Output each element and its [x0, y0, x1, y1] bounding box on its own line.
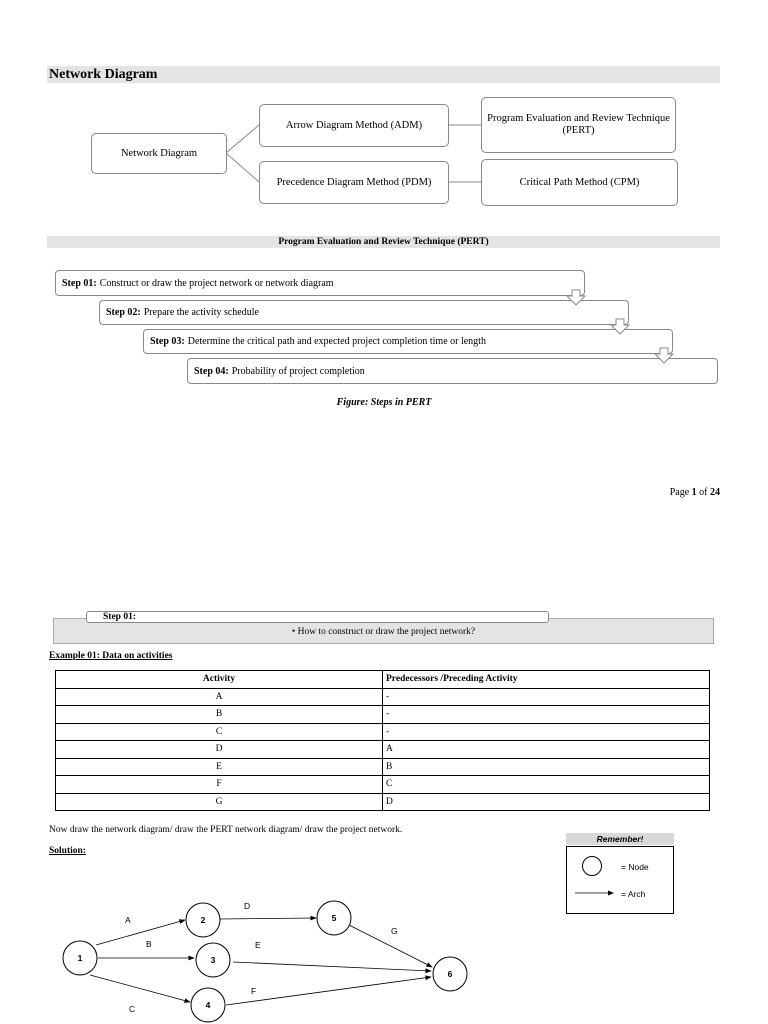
table-cell: - [382, 687, 710, 706]
bullet-icon: • [291, 627, 298, 637]
step-down-arrows [565, 289, 675, 364]
edge-c-arrow [89, 974, 191, 1003]
down-arrow-icon [653, 347, 675, 364]
down-arrow-icon [609, 318, 631, 335]
node-4-circle [190, 987, 226, 1023]
node-6-circle [432, 956, 468, 992]
pert-network-diagram: A B C D E F G 1 2 3 4 5 6 [62, 900, 468, 1023]
node-symbol-icon [582, 856, 602, 876]
down-arrow-icon [565, 289, 587, 306]
pert-step-3: Step 03: Determine the critical path and… [143, 329, 673, 354]
edge-label: G [391, 926, 398, 936]
step-text: Construct or draw the project network or… [99, 277, 334, 289]
edge-label: D [244, 901, 250, 911]
section-title-bar [47, 66, 720, 83]
node-2-circle [185, 902, 221, 938]
edge-a-arrow [95, 919, 186, 946]
table-cell: A [55, 687, 383, 706]
table-cell: - [382, 705, 710, 724]
edge-g-arrow [348, 924, 433, 968]
node-label: 1 [78, 953, 83, 963]
node-label: 6 [448, 969, 453, 979]
page-prefix: Page [669, 487, 692, 498]
page-number: Page 1 of 24 [640, 487, 720, 498]
table-cell: C [55, 722, 383, 741]
table-header-predecessors: Predecessors /Preceding Activity [382, 670, 710, 689]
step01-label: Step 01: [103, 612, 136, 622]
remember-symbols [575, 856, 614, 896]
instruction-text: Now draw the network diagram/ draw the P… [49, 825, 403, 835]
page-of: of [696, 487, 710, 498]
table-row: A- [55, 687, 710, 706]
table-cell: E [55, 757, 383, 776]
remember-title: Remember! [596, 834, 644, 844]
table-header-activity: Activity [55, 670, 383, 689]
page-total: 24 [710, 487, 720, 498]
table-cell: B [382, 757, 710, 776]
page-current: 1 [691, 487, 697, 498]
node-3-circle [195, 942, 231, 978]
table-cell: - [382, 722, 710, 741]
edge-label: E [255, 940, 261, 950]
table-header-row: Activity Predecessors /Preceding Activit… [55, 670, 710, 689]
edge-label: B [146, 939, 152, 949]
top-diagram-connectors [225, 124, 481, 183]
step01-bullet: • How to construct or draw the project n… [53, 627, 714, 637]
solution-label: Solution: [49, 846, 86, 856]
activity-table: Activity Predecessors /Preceding Activit… [55, 670, 710, 811]
pert-step-2: Step 02: Prepare the activity schedule [99, 300, 629, 325]
arrowhead-icon [608, 890, 614, 896]
table-cell: D [55, 740, 383, 759]
pdm-box: Precedence Diagram Method (PDM) [259, 161, 449, 204]
edge-f-arrow [225, 975, 432, 1006]
table-row: C- [55, 722, 710, 741]
step01-tab: Step 01: [86, 611, 549, 623]
step-text: Determine the critical path and expected… [187, 336, 486, 347]
section-title: Network Diagram [49, 67, 158, 82]
table-cell: G [55, 792, 383, 811]
cpm-box: Critical Path Method (CPM) [481, 159, 678, 206]
step-label: Step 02: [106, 307, 141, 318]
edge-label: F [251, 986, 256, 996]
node-1-circle [62, 940, 98, 976]
remember-title-bar: Remember! [566, 833, 674, 845]
edge-d-arrow [219, 915, 317, 921]
edge-label: C [129, 1004, 135, 1014]
pert-title: Program Evaluation and Review Technique … [278, 237, 489, 247]
table-cell: D [382, 792, 710, 811]
step-text: Prepare the activity schedule [143, 307, 259, 318]
table-cell: C [382, 775, 710, 794]
pert-step-4: Step 04: Probability of project completi… [187, 358, 718, 384]
node-5-circle [316, 900, 352, 936]
step01-bullet-text: How to construct or draw the project net… [297, 627, 476, 637]
node-label: 3 [211, 955, 216, 965]
pert-step-1: Step 01: Construct or draw the project n… [55, 270, 585, 296]
edge-label: A [125, 915, 131, 925]
node-legend-label: = Node [621, 862, 649, 872]
pert-title-bar [47, 236, 720, 248]
node-label: 5 [332, 913, 337, 923]
edge-e-arrow [232, 961, 432, 974]
node-label: 4 [206, 1000, 211, 1010]
network-diagram-box: Network Diagram [91, 133, 227, 174]
table-cell: F [55, 775, 383, 794]
step-text: Probability of project completion [231, 365, 365, 377]
table-row: B- [55, 705, 710, 724]
step-label: Step 03: [150, 336, 185, 347]
pert-box: Program Evaluation and Review Technique … [481, 97, 676, 153]
table-cell: B [55, 705, 383, 724]
table-cell: A [382, 740, 710, 759]
figure-caption: Figure: Steps in PERT [336, 397, 432, 408]
step-label: Step 01: [62, 277, 97, 289]
remember-box [566, 846, 674, 914]
step-label: Step 04: [194, 365, 229, 377]
arch-legend-label: = Arch [621, 889, 646, 899]
example-title: Example 01: Data on activities [49, 651, 173, 661]
adm-box: Arrow Diagram Method (ADM) [259, 104, 449, 147]
node-label: 2 [201, 915, 206, 925]
